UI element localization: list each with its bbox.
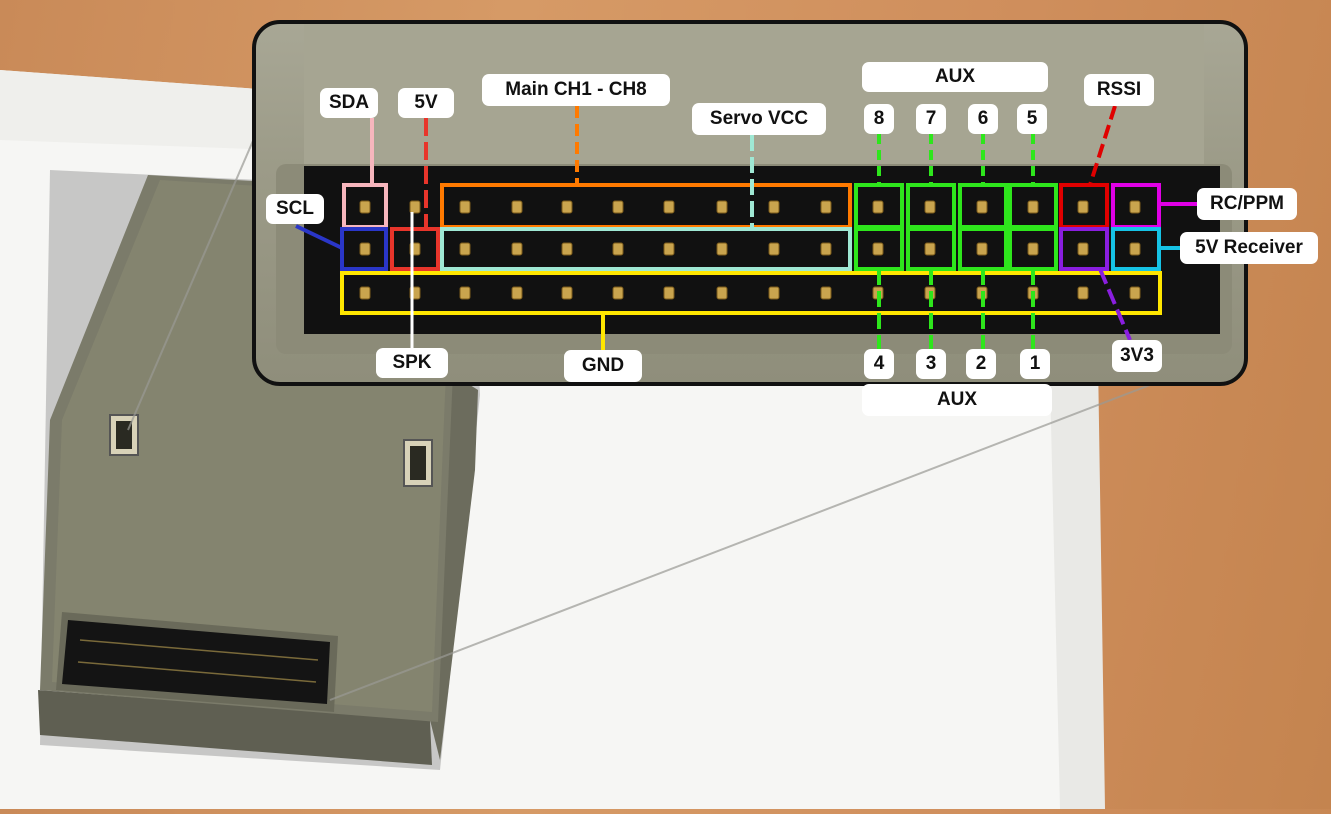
- header-pin: [561, 200, 573, 214]
- header-pin: [1027, 200, 1039, 214]
- box-servo-vcc: [440, 227, 852, 271]
- header-pin: [1129, 286, 1141, 300]
- header-pin: [612, 200, 624, 214]
- header-pin: [459, 286, 471, 300]
- header-pin: [1027, 242, 1039, 256]
- label-gnd: GND: [564, 350, 642, 382]
- label-rssi: RSSI: [1084, 74, 1154, 106]
- header-pin: [359, 242, 371, 256]
- label-aux-top: AUX: [862, 62, 1048, 92]
- header-pin: [1129, 242, 1141, 256]
- header-pin: [561, 242, 573, 256]
- header-pin: [924, 242, 936, 256]
- header-pin: [1077, 286, 1089, 300]
- box-3v3: [1059, 227, 1109, 271]
- header-pin: [561, 286, 573, 300]
- label-spk: SPK: [376, 348, 448, 378]
- label-rc-ppm: RC/PPM: [1197, 188, 1297, 220]
- header-pin: [768, 200, 780, 214]
- box-5v: [390, 227, 440, 271]
- header-pin: [716, 200, 728, 214]
- header-pin: [663, 200, 675, 214]
- header-pin: [612, 286, 624, 300]
- leader-rssi: [1088, 105, 1117, 186]
- header-pin: [511, 242, 523, 256]
- box-scl: [340, 227, 388, 271]
- label-5v-receiver: 5V Receiver: [1180, 232, 1318, 264]
- header-pin: [820, 200, 832, 214]
- label-aux-7: 7: [916, 104, 946, 134]
- header-pin: [359, 286, 371, 300]
- label-aux-8: 8: [864, 104, 894, 134]
- header-pin: [1129, 200, 1141, 214]
- header-pin: [459, 242, 471, 256]
- header-pin: [976, 200, 988, 214]
- header-pin: [359, 200, 371, 214]
- header-pin: [663, 286, 675, 300]
- label-sda: SDA: [320, 88, 378, 118]
- header-pin: [409, 200, 421, 214]
- label-aux-2: 2: [966, 349, 996, 379]
- label-servo-vcc: Servo VCC: [692, 103, 826, 135]
- box-gnd: [340, 271, 1162, 315]
- label-aux-6: 6: [968, 104, 998, 134]
- header-pin: [612, 242, 624, 256]
- header-pin: [511, 286, 523, 300]
- header-pin: [1077, 200, 1089, 214]
- header-pin: [459, 200, 471, 214]
- label-aux-5: 5: [1017, 104, 1047, 134]
- label-main-ch: Main CH1 - CH8: [482, 74, 670, 106]
- header-pin: [872, 242, 884, 256]
- label-aux-3: 3: [916, 349, 946, 379]
- header-pin: [511, 200, 523, 214]
- header-pin: [768, 242, 780, 256]
- header-pin: [1077, 242, 1089, 256]
- header-pin: [663, 242, 675, 256]
- header-pin: [924, 200, 936, 214]
- header-pin: [976, 242, 988, 256]
- header-pin: [716, 286, 728, 300]
- header-pin: [820, 242, 832, 256]
- header-pin: [872, 200, 884, 214]
- label-5v: 5V: [398, 88, 454, 118]
- header-pin: [820, 286, 832, 300]
- leader-3v3: [1098, 268, 1132, 341]
- box-main-ch: [440, 183, 852, 229]
- label-aux-4: 4: [864, 349, 894, 379]
- label-aux-1: 1: [1020, 349, 1050, 379]
- label-aux-bottom: AUX: [862, 384, 1052, 416]
- label-scl: SCL: [266, 194, 324, 224]
- leader-scl: [295, 224, 343, 250]
- header-pin: [768, 286, 780, 300]
- header-pin: [716, 242, 728, 256]
- label-3v3: 3V3: [1112, 340, 1162, 372]
